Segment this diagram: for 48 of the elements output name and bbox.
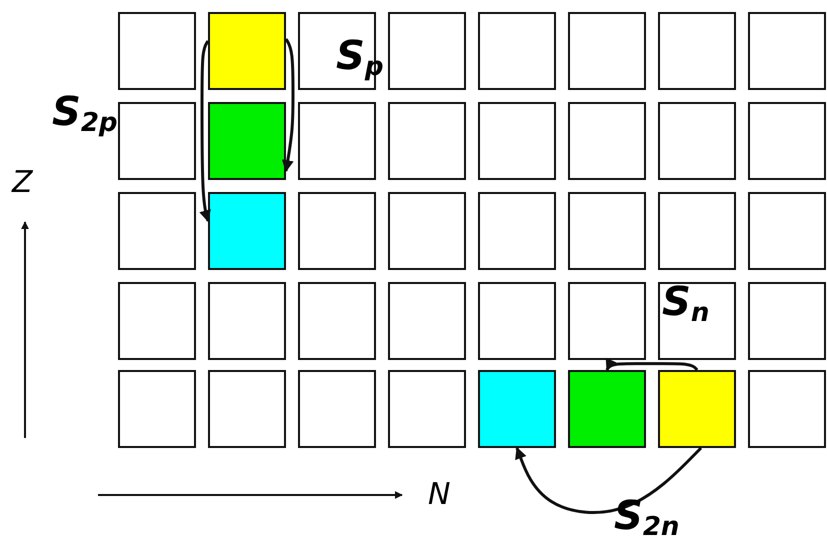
edge-label: S$_{n}$ bbox=[661, 282, 710, 326]
arrow bbox=[606, 358, 698, 372]
grid-cell bbox=[388, 192, 466, 270]
axis-label: N bbox=[428, 480, 450, 510]
grid-cell bbox=[748, 282, 826, 360]
grid-cell bbox=[478, 192, 556, 270]
grid-cell bbox=[748, 12, 826, 90]
filled-grid-cell bbox=[478, 370, 556, 448]
arrow bbox=[199, 40, 211, 222]
grid-cell bbox=[388, 102, 466, 180]
grid-cell bbox=[208, 370, 286, 448]
grid-cell bbox=[568, 282, 646, 360]
grid-cell bbox=[748, 192, 826, 270]
grid-cell bbox=[658, 102, 736, 180]
grid-cell bbox=[388, 282, 466, 360]
grid-cell bbox=[478, 282, 556, 360]
filled-grid-cell bbox=[208, 192, 286, 270]
grid-cell bbox=[658, 282, 736, 360]
grid-cell bbox=[568, 102, 646, 180]
grid-cell bbox=[748, 102, 826, 180]
grid-cell bbox=[118, 192, 196, 270]
grid-cell bbox=[298, 102, 376, 180]
grid-cell bbox=[568, 192, 646, 270]
grid-cell bbox=[388, 370, 466, 448]
filled-grid-cell bbox=[208, 12, 286, 90]
grid-cell bbox=[118, 370, 196, 448]
grid-cell bbox=[658, 12, 736, 90]
grid-cell bbox=[388, 12, 466, 90]
grid-cell bbox=[478, 102, 556, 180]
grid-cell bbox=[748, 370, 826, 448]
grid-cell bbox=[568, 12, 646, 90]
grid-cell bbox=[478, 12, 556, 90]
axis-label: Z bbox=[12, 168, 33, 198]
grid-cell bbox=[298, 370, 376, 448]
arrow bbox=[515, 446, 702, 514]
filled-grid-cell bbox=[568, 370, 646, 448]
arrow bbox=[282, 38, 294, 172]
filled-grid-cell bbox=[658, 370, 736, 448]
grid-cell bbox=[118, 102, 196, 180]
grid-cell bbox=[658, 192, 736, 270]
filled-grid-cell bbox=[208, 102, 286, 180]
grid-cell bbox=[118, 12, 196, 90]
grid-cell bbox=[298, 282, 376, 360]
grid-cell bbox=[208, 282, 286, 360]
edge-label: S$_{2p}$ bbox=[51, 92, 119, 136]
grid-cell bbox=[118, 282, 196, 360]
grid-cell bbox=[298, 192, 376, 270]
edge-label: S$_{2n}$ bbox=[613, 496, 680, 540]
